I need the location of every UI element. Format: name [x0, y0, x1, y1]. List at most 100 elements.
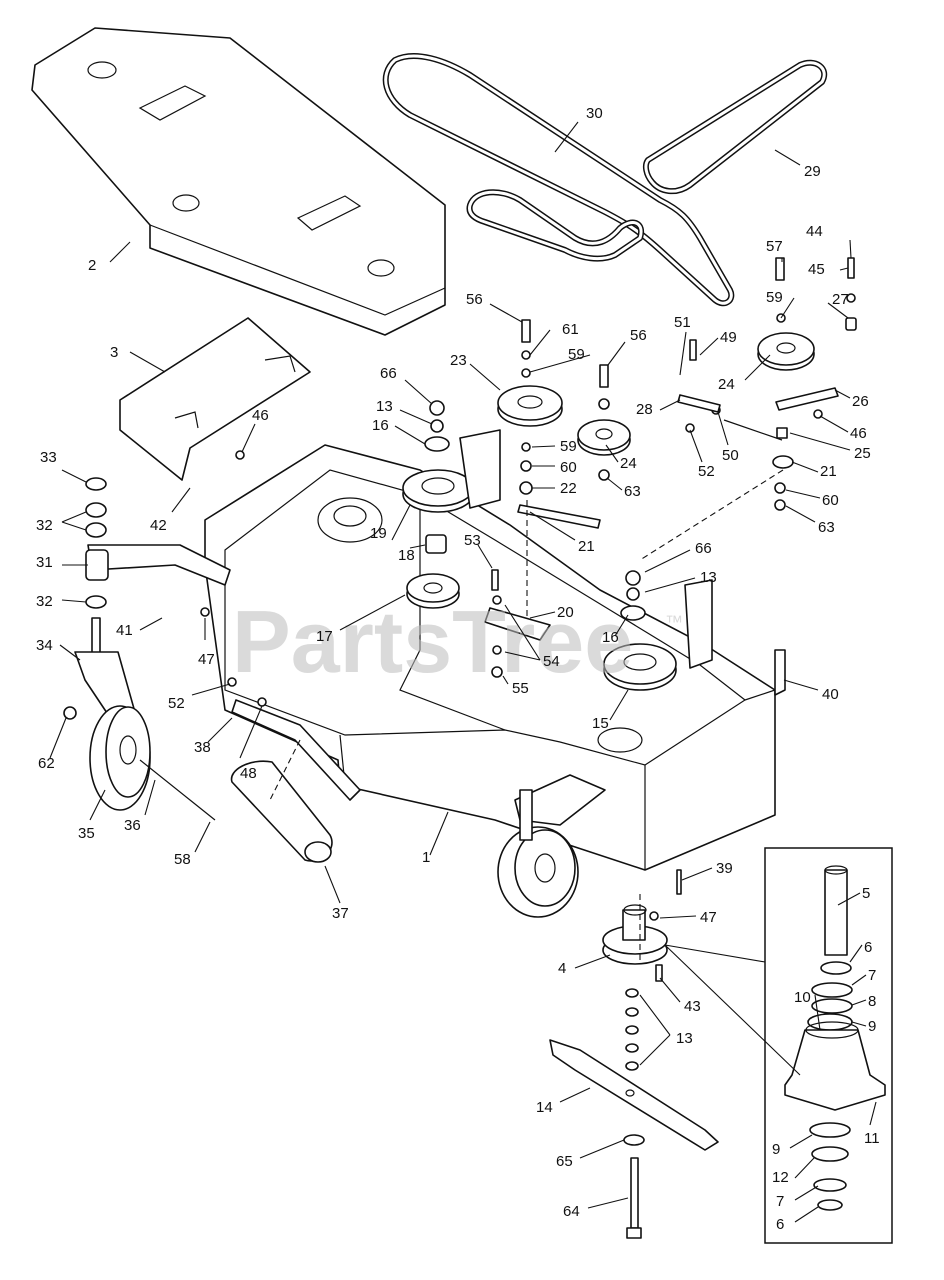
callout-22: 22	[560, 480, 577, 497]
blade-part	[549, 1039, 719, 1151]
callout-59a: 59	[766, 289, 783, 306]
caster-wheel-right-part	[497, 774, 606, 918]
callout-55: 55	[512, 680, 529, 697]
callout-44: 44	[806, 223, 823, 240]
callout-21b: 21	[578, 538, 595, 555]
callout-62: 62	[38, 755, 55, 772]
callout-23: 23	[450, 352, 467, 369]
callout-36: 36	[124, 817, 141, 834]
callout-66a: 66	[380, 365, 397, 382]
watermark: PartsTree ™	[232, 592, 683, 691]
callout-37: 37	[332, 905, 349, 922]
callout-54: 54	[543, 653, 560, 670]
callout-53: 53	[464, 532, 481, 549]
callout-46a: 46	[850, 425, 867, 442]
callout-9b: 9	[772, 1141, 780, 1158]
callout-56a: 56	[466, 291, 483, 308]
callout-13c: 13	[676, 1030, 693, 1047]
callout-45: 45	[808, 261, 825, 278]
callout-33: 33	[40, 449, 57, 466]
callout-14: 14	[536, 1099, 553, 1116]
callout-30: 30	[586, 105, 603, 122]
idler-pulley-24a-part	[577, 419, 631, 456]
callout-17: 17	[316, 628, 333, 645]
anti-scalp-roller-part	[230, 699, 361, 863]
spindle-nut-18-part	[425, 534, 447, 554]
callout-4: 4	[558, 960, 566, 977]
drive-belt-part	[382, 52, 735, 307]
drive-pulley-23-part	[497, 385, 563, 427]
callout-39: 39	[716, 860, 733, 877]
callout-27: 27	[832, 291, 849, 308]
callout-29: 29	[804, 163, 821, 180]
blade-spacers-part	[625, 988, 639, 1071]
callout-5: 5	[862, 885, 870, 902]
discharge-shield-part	[119, 317, 311, 481]
callout-60b: 60	[822, 492, 839, 509]
callout-50: 50	[722, 447, 739, 464]
callout-59c: 59	[560, 438, 577, 455]
callout-25: 25	[854, 445, 871, 462]
callout-52b: 52	[168, 695, 185, 712]
callout-12: 12	[772, 1169, 789, 1186]
mower-deck-part	[204, 444, 776, 871]
callout-58: 58	[174, 851, 191, 868]
blade-bolt-part	[623, 1134, 645, 1239]
callout-32b: 32	[36, 593, 53, 610]
idler-pulley-24b-part	[757, 332, 815, 371]
callout-65: 65	[556, 1153, 573, 1170]
callout-66b: 66	[695, 540, 712, 557]
callout-16b: 16	[602, 629, 619, 646]
leader-lines	[49, 121, 877, 1223]
callout-10: 10	[794, 989, 811, 1006]
callout-2: 2	[88, 257, 96, 274]
spindle-inset-box	[764, 847, 893, 1244]
callout-8: 8	[868, 993, 876, 1010]
callout-24b: 24	[718, 376, 735, 393]
callout-38: 38	[194, 739, 211, 756]
callout-64: 64	[563, 1203, 580, 1220]
callout-61: 61	[562, 321, 579, 338]
callout-7a: 7	[868, 967, 876, 984]
callout-31: 31	[36, 554, 53, 571]
callout-24a: 24	[620, 455, 637, 472]
callout-20: 20	[557, 604, 574, 621]
callout-42: 42	[150, 517, 167, 534]
callout-11: 11	[864, 1130, 880, 1147]
callout-63b: 63	[818, 519, 835, 536]
idler-belt-part	[642, 59, 828, 195]
callout-28: 28	[636, 401, 653, 418]
callout-26: 26	[852, 393, 869, 410]
callout-13a: 13	[376, 398, 393, 415]
callout-3: 3	[110, 344, 118, 361]
callout-47b: 47	[700, 909, 717, 926]
callout-9a: 9	[868, 1018, 876, 1035]
callout-6a: 6	[864, 939, 872, 956]
callout-35: 35	[78, 825, 95, 842]
watermark-text: PartsTree	[232, 592, 633, 691]
callout-21a: 21	[820, 463, 837, 480]
center-pulley-part	[402, 469, 474, 513]
callout-49: 49	[720, 329, 737, 346]
callout-18: 18	[398, 547, 415, 564]
callout-48: 48	[240, 765, 257, 782]
callout-15: 15	[592, 715, 609, 732]
callout-32a: 32	[36, 517, 53, 534]
callout-6b: 6	[776, 1216, 784, 1233]
callout-51: 51	[674, 314, 691, 331]
callout-52a: 52	[698, 463, 715, 480]
callout-1: 1	[422, 849, 430, 866]
callout-19: 19	[370, 525, 387, 542]
callout-60a: 60	[560, 459, 577, 476]
spindle-housing-part	[602, 904, 668, 965]
small-hardware-parts	[63, 257, 880, 1107]
callout-40: 40	[822, 686, 839, 703]
right-pulley-part	[603, 643, 677, 691]
callout-63a: 63	[624, 483, 641, 500]
callout-59b: 59	[568, 346, 585, 363]
callout-46b: 46	[252, 407, 269, 424]
callout-47a: 47	[198, 651, 215, 668]
